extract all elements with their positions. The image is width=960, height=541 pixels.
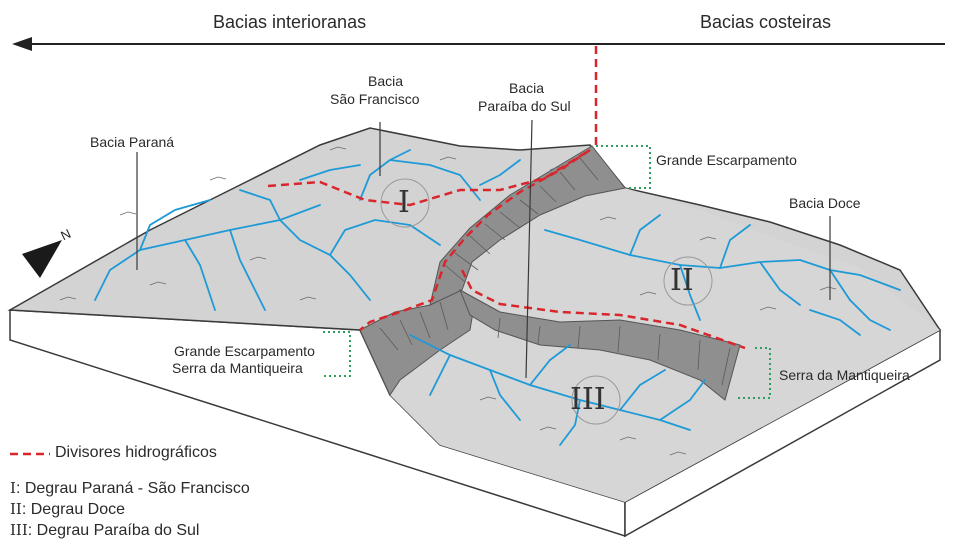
basin-doce-label: Bacia Doce	[789, 195, 861, 212]
legend-item-two: II: Degrau Doce	[10, 499, 125, 520]
interior-basins-header: Bacias interioranas	[213, 14, 366, 31]
grande-escarpamento-label: Grande Escarpamento	[656, 152, 797, 169]
basin-sao-francisco-label-line1: Bacia	[368, 73, 396, 90]
legend-divide-swatch	[10, 451, 50, 457]
grande-escarpamento-mantiqueira-line2: Serra da Mantiqueira	[172, 360, 303, 377]
legend-divisores: Divisores hidrográficos	[55, 443, 217, 463]
coastal-basins-header: Bacias costeiras	[700, 14, 831, 31]
grande-escarpamento-mantiqueira-line1: Grande Escarpamento	[174, 343, 315, 360]
basins-direction-arrow	[12, 37, 945, 51]
step-label-one: I	[398, 188, 410, 218]
north-arrow-icon	[22, 240, 62, 278]
step-label-two: II	[670, 266, 694, 296]
legend-item-one: I: Degrau Paraná - São Francisco	[10, 478, 250, 499]
basin-sao-francisco-label-line2: São Francisco	[330, 91, 419, 108]
step-label-three: III	[570, 385, 606, 415]
basin-parana-label: Bacia Paraná	[90, 134, 174, 151]
basin-paraiba-label-line1: Bacia	[509, 80, 544, 97]
legend-item-three: III: Degrau Paraíba do Sul	[10, 520, 199, 541]
basin-paraiba-label-line2: Paraíba do Sul	[478, 98, 571, 115]
serra-mantiqueira-label: Serra da Mantiqueira	[779, 367, 910, 384]
